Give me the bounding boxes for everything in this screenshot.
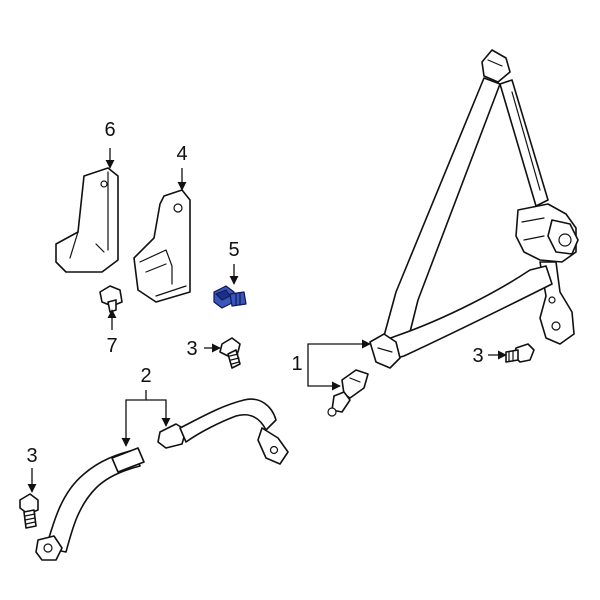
callout-1: 1 <box>291 353 302 375</box>
callout-6: 6 <box>104 119 115 141</box>
callout-4: 4 <box>176 143 187 165</box>
callout-3-right: 3 <box>472 345 483 367</box>
clip-part-7 <box>99 285 123 313</box>
cover-part-6 <box>55 167 119 273</box>
bolt-right <box>505 343 535 363</box>
callout-5: 5 <box>228 239 239 261</box>
callout-3-left: 3 <box>26 445 37 467</box>
leader-lines <box>27 148 507 493</box>
seat-belt-assembly <box>327 49 579 417</box>
callout-3-mid: 3 <box>186 338 197 360</box>
rear-belt-assembly <box>35 398 289 561</box>
bolt-part-5-highlighted <box>213 285 247 309</box>
callout-7: 7 <box>106 335 117 357</box>
callout-2: 2 <box>140 365 151 387</box>
bolt-left <box>19 493 39 529</box>
bracket-part-4 <box>133 189 191 303</box>
bolt-mid <box>219 337 241 369</box>
